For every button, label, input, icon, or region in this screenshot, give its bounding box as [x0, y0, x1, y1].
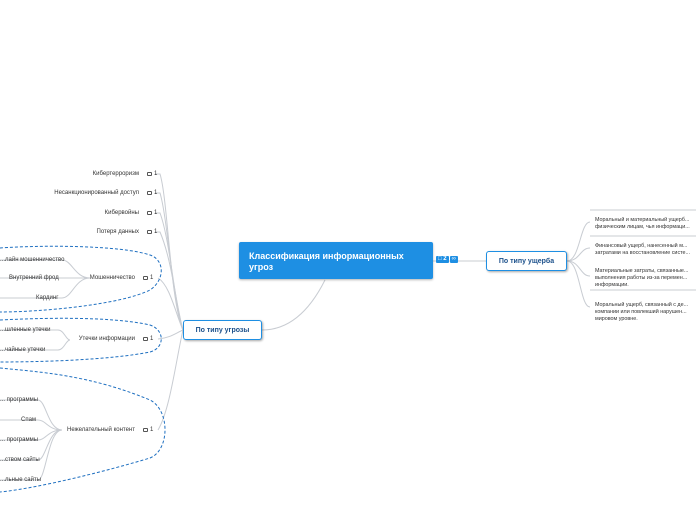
item-cyberwars[interactable]: Кибервойны: [104, 210, 139, 216]
central-topic[interactable]: Классификация информационных угроз: [239, 242, 433, 279]
count-unauthorized-access: 1: [147, 189, 157, 197]
link-icon: ∞: [449, 256, 458, 263]
item-leaks[interactable]: Утечки информации: [78, 336, 135, 342]
damage-item-moral-material[interactable]: Моральный и материальный ущерб... физиче…: [595, 217, 690, 230]
item-cyberterrorism[interactable]: Кибертерроризм: [92, 171, 139, 177]
note-icon: [143, 276, 148, 280]
damage-item-financial[interactable]: Финансовый ущерб, нанесенный м... затрат…: [595, 243, 691, 256]
damage-item-reputation[interactable]: Моральный ущерб, связанный с де... компа…: [595, 302, 689, 322]
fraud-child-online[interactable]: ...лайн мошенничество: [0, 257, 65, 263]
note-icon: [147, 230, 152, 234]
count-fraud: 1: [143, 274, 153, 282]
topic-damage-type-label: По типу ущерба: [498, 257, 555, 265]
topic-threat-type-label: По типу угрозы: [195, 326, 250, 334]
unwanted-child-4[interactable]: ...ством сайты: [0, 457, 40, 463]
note-icon: [147, 211, 152, 215]
topic-threat-type[interactable]: По типу угрозы: [183, 320, 262, 340]
unwanted-child-3[interactable]: ... программы: [0, 437, 39, 443]
item-unwanted-content[interactable]: Нежелательный контент: [67, 427, 135, 433]
leaks-child-intentional[interactable]: ...шленные утечки: [0, 327, 51, 333]
topic-damage-type[interactable]: По типу ущерба: [486, 251, 567, 271]
item-unauthorized-access[interactable]: Несанкционированный доступ: [54, 190, 139, 196]
count-data-loss: 1: [147, 228, 157, 236]
count-leaks: 1: [143, 335, 153, 343]
fraud-child-carding[interactable]: Кардинг: [36, 295, 59, 301]
unwanted-child-1[interactable]: ... программы: [0, 397, 39, 403]
note-icon: [143, 337, 148, 341]
count-unwanted-content: 1: [143, 426, 153, 434]
fraud-child-internal[interactable]: Внутренний фрод: [9, 275, 59, 281]
central-badge: □ 2 ∞: [436, 256, 458, 263]
note-icon: [147, 191, 152, 195]
item-data-loss[interactable]: Потеря данных: [96, 229, 140, 235]
note-icon: [147, 172, 152, 176]
unwanted-child-5[interactable]: ...льные сайты: [0, 477, 42, 483]
damage-item-material-costs[interactable]: Материальные затраты, связанные... выпол…: [595, 268, 689, 288]
count-cyberterrorism: 1: [147, 170, 157, 178]
leaks-child-accidental[interactable]: ...чайные утечки: [0, 347, 46, 353]
central-topic-title: Классификация информационных угроз: [249, 251, 404, 272]
comment-icon: □ 2: [436, 256, 449, 263]
count-cyberwars: 1: [147, 209, 157, 217]
item-fraud[interactable]: Мошенничество: [89, 275, 135, 281]
note-icon: [143, 428, 148, 432]
unwanted-child-spam[interactable]: Спам: [21, 417, 37, 423]
